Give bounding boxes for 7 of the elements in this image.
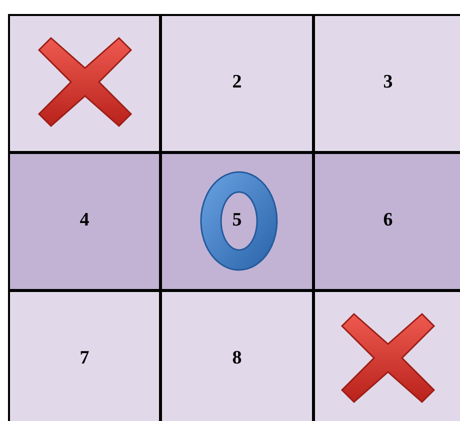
cell-number: 3	[383, 72, 393, 91]
cell-number: 5	[232, 210, 242, 229]
cell-number: 2	[232, 72, 242, 91]
cell-number: 7	[80, 348, 90, 368]
cell-number: 8	[232, 348, 242, 368]
cell-number: 6	[383, 210, 393, 229]
cell-number: 4	[80, 210, 90, 229]
